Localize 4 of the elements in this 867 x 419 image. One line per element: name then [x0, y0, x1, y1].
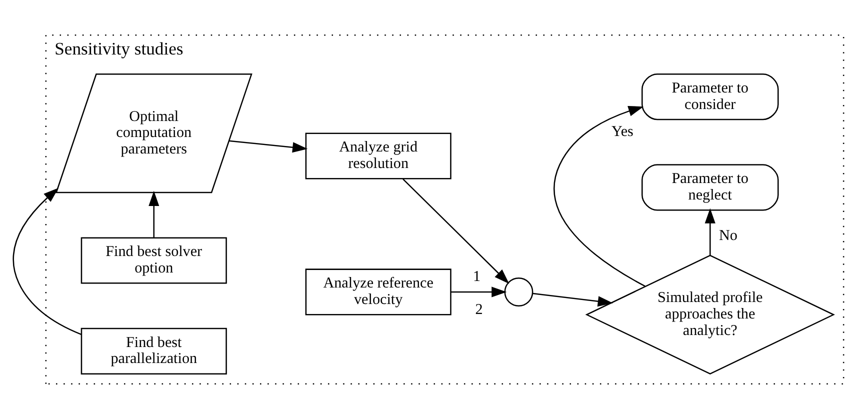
- edge-label: 1: [473, 269, 481, 286]
- edge-label: 2: [475, 302, 483, 318]
- edge-label: Yes: [611, 124, 634, 140]
- edge-label: No: [718, 228, 738, 244]
